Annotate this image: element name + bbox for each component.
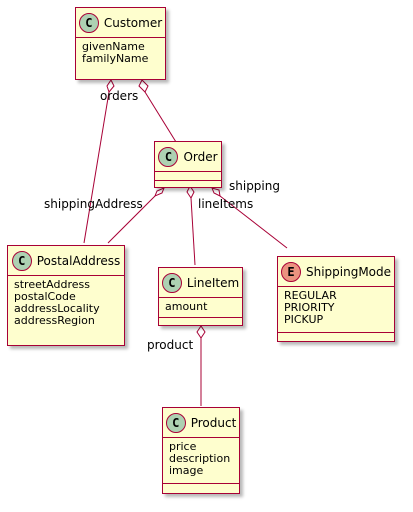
class-name: PostalAddress: [36, 253, 121, 268]
class-stereotype-icon: C: [78, 12, 99, 33]
attribute: givenName: [82, 40, 145, 53]
class-product[interactable]: C Product price description image: [162, 407, 240, 494]
class-stereotype-icon: C: [158, 146, 179, 167]
attribute: image: [169, 464, 204, 477]
class-name: Order: [183, 149, 218, 164]
enum-stereotype-icon: E: [280, 261, 301, 282]
enum-value-list: REGULAR PRIORITY PICKUP: [278, 287, 394, 333]
attribute: addressRegion: [14, 314, 95, 327]
aggregation-diamond-customer-orders: [138, 79, 149, 93]
attribute: streetAddress: [14, 278, 90, 291]
attribute: familyName: [82, 52, 149, 65]
class-header: C Product: [163, 408, 239, 438]
class-name: ShippingMode: [305, 264, 392, 279]
aggregation-diamond-lineitem-product: [196, 325, 206, 339]
class-stereotype-icon: C: [161, 272, 182, 293]
class-header: C Order: [155, 142, 221, 172]
class-stereotype-icon: C: [11, 250, 32, 271]
class-order[interactable]: C Order: [154, 141, 222, 188]
attribute: price: [169, 440, 197, 453]
attribute: amount: [165, 300, 208, 313]
attribute-list: givenName familyName: [76, 38, 165, 68]
class-header: E ShippingMode: [278, 257, 394, 287]
aggregation-diamond-customer-postaladdress: [106, 79, 115, 94]
class-stereotype-icon: C: [165, 412, 186, 433]
enum-value: PRIORITY: [284, 301, 335, 314]
class-header: C PostalAddress: [8, 246, 124, 276]
enum-value: PICKUP: [284, 313, 324, 326]
role-label-line-items: lineItems: [198, 197, 254, 211]
class-customer[interactable]: C Customer givenName familyName: [75, 7, 166, 80]
attribute: addressLocality: [14, 302, 100, 315]
role-label-orders: orders: [100, 89, 139, 103]
enum-value: REGULAR: [284, 289, 337, 302]
class-name: LineItem: [186, 275, 240, 290]
attribute: postalCode: [14, 290, 76, 303]
link-order-shippingmode: [219, 195, 288, 249]
aggregation-diamond-order-lineitems: [186, 185, 195, 199]
role-label-product: product: [147, 338, 194, 352]
aggregation-diamond-order-shippingaddress: [154, 187, 165, 197]
attribute: description: [169, 452, 231, 465]
attribute-compartment-empty: [155, 172, 221, 181]
enum-shippingmode[interactable]: E ShippingMode REGULAR PRIORITY PICKUP: [277, 256, 395, 342]
class-header: C Customer: [76, 8, 165, 38]
link-order-lineitem: [190, 197, 196, 266]
class-lineitem[interactable]: C LineItem amount: [158, 267, 243, 326]
class-name: Product: [190, 415, 237, 430]
attribute-list: amount: [159, 298, 242, 318]
link-order-postaladdress: [107, 195, 156, 244]
class-name: Customer: [103, 15, 163, 30]
attribute-list: streetAddress postalCode addressLocality…: [8, 276, 124, 330]
attribute-list: price description image: [163, 438, 239, 484]
aggregation-diamond-order-shipping: [211, 187, 221, 197]
role-label-shipping-address: shippingAddress: [44, 197, 143, 211]
role-label-shipping: shipping: [229, 179, 280, 193]
class-header: C LineItem: [159, 268, 242, 298]
link-customer-order: [144, 91, 177, 143]
link-customer-postaladdress: [83, 91, 110, 244]
class-postaladdress[interactable]: C PostalAddress streetAddress postalCode…: [7, 245, 125, 346]
